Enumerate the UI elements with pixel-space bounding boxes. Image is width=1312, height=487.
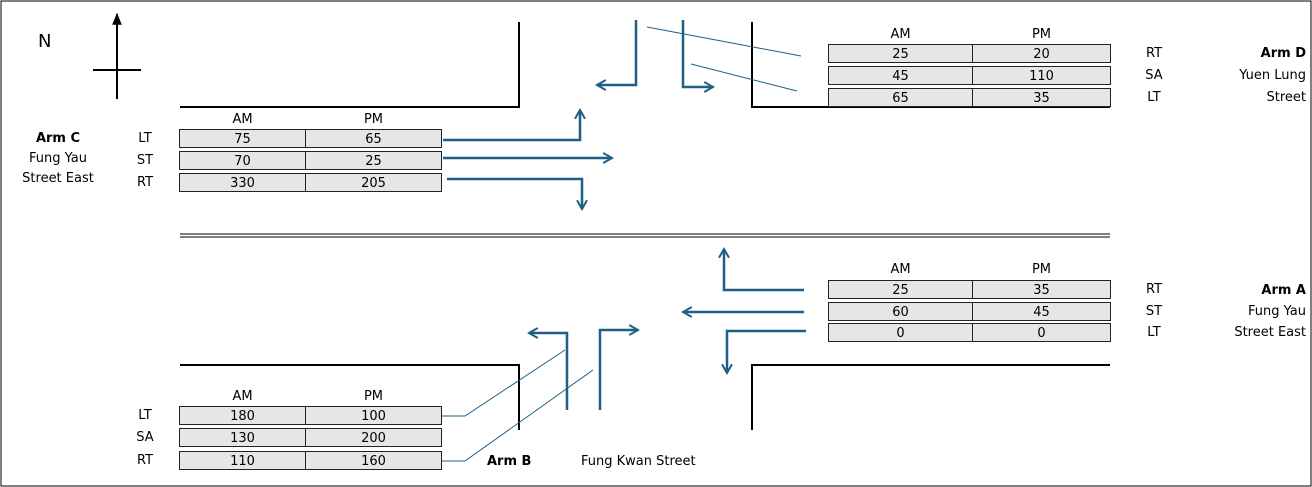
- kerb-lines: [180, 22, 1110, 430]
- arm-d-name-line-1: Yuen Lung: [1239, 68, 1306, 83]
- arm-b-rt-am: 110: [179, 451, 306, 470]
- arm-d-rt-pm: 20: [972, 44, 1111, 63]
- arm-d-title: Arm D: [1260, 46, 1306, 61]
- arm-b-left-turn-arrow: [526, 327, 569, 410]
- arm-c-title: Arm C: [35, 131, 81, 146]
- arm-a-name-line-1: Fung Yau: [1248, 304, 1306, 319]
- arm-d-lt-label: LT: [1147, 90, 1161, 105]
- arm-a-right-turn-arrow: [718, 246, 804, 292]
- arm-c-am-header: AM: [232, 112, 253, 127]
- arm-c-st-pm: 25: [305, 151, 442, 170]
- arm-d-pm-header: PM: [1031, 27, 1052, 42]
- arm-d-sa-label: SA: [1145, 68, 1163, 83]
- arm-a-st-label: ST: [1145, 304, 1163, 319]
- arm-a-rt-pm: 35: [972, 280, 1111, 299]
- arm-d-lt-am: 65: [828, 88, 973, 107]
- arm-b-title: Arm B: [487, 454, 532, 469]
- arm-d-straight-arrow: [681, 20, 716, 93]
- arm-b-am-header: AM: [232, 389, 253, 404]
- arm-a-st-am: 60: [828, 302, 973, 321]
- arm-a-title: Arm A: [1261, 283, 1306, 298]
- arm-b-rt-pm: 160: [305, 451, 442, 470]
- arm-c-rt-label: RT: [136, 175, 154, 190]
- arm-a-name-line-2: Street East: [1234, 325, 1306, 340]
- arm-c-pm-header: PM: [363, 112, 384, 127]
- arm-a-rt-am: 25: [828, 280, 973, 299]
- arm-c-st-am: 70: [179, 151, 306, 170]
- arm-a-am-header: AM: [890, 262, 911, 277]
- arm-d-am-header: AM: [890, 27, 911, 42]
- arm-c-left-turn-arrow: [443, 107, 586, 142]
- arm-d-sa-am: 45: [828, 66, 973, 85]
- arm-d-sa-pm: 110: [972, 66, 1111, 85]
- arm-c-lt-label: LT: [138, 131, 152, 146]
- arm-d-name-line-2: Street: [1266, 90, 1306, 105]
- arm-b-sa-am: 130: [179, 428, 306, 447]
- arm-c-rt-am: 330: [179, 173, 306, 192]
- arm-b-lt-label: LT: [138, 408, 152, 423]
- arm-b-sa-label: SA: [136, 430, 154, 445]
- arm-c-lt-pm: 65: [305, 129, 442, 148]
- arm-b-rt-label: RT: [136, 453, 154, 468]
- arm-d-lt-pm: 35: [972, 88, 1111, 107]
- arm-c-name-line-2: Street East: [22, 171, 94, 186]
- arm-b-lt-am: 180: [179, 406, 306, 425]
- north-arrow-icon: [93, 12, 141, 99]
- arm-a-lt-pm: 0: [972, 323, 1111, 342]
- arm-a-rt-label: RT: [1145, 282, 1163, 297]
- north-label: N: [38, 31, 52, 52]
- arm-d-left-turn-arrow: [594, 20, 638, 91]
- arm-d-rt-am: 25: [828, 44, 973, 63]
- arm-a-pm-header: PM: [1031, 262, 1052, 277]
- arm-d-rt-label: RT: [1145, 46, 1163, 61]
- arm-b-straight-arrow: [598, 324, 641, 410]
- arm-a-lt-label: LT: [1147, 325, 1161, 340]
- arm-c-right-turn-arrow: [447, 177, 588, 212]
- leader-lines: [441, 26, 802, 462]
- arm-c-rt-pm: 205: [305, 173, 442, 192]
- arm-c-lt-am: 75: [179, 129, 306, 148]
- arm-a-left-turn-arrow: [721, 329, 806, 376]
- arm-a-lt-am: 0: [828, 323, 973, 342]
- arm-c-name-line-1: Fung Yau: [29, 151, 87, 166]
- arm-a-st-pm: 45: [972, 302, 1111, 321]
- arm-b-name: Fung Kwan Street: [581, 454, 696, 469]
- arm-b-lt-pm: 100: [305, 406, 442, 425]
- arm-b-pm-header: PM: [363, 389, 384, 404]
- median-double-line: [180, 233, 1110, 238]
- arm-c-st-label: ST: [136, 153, 154, 168]
- arm-b-sa-pm: 200: [305, 428, 442, 447]
